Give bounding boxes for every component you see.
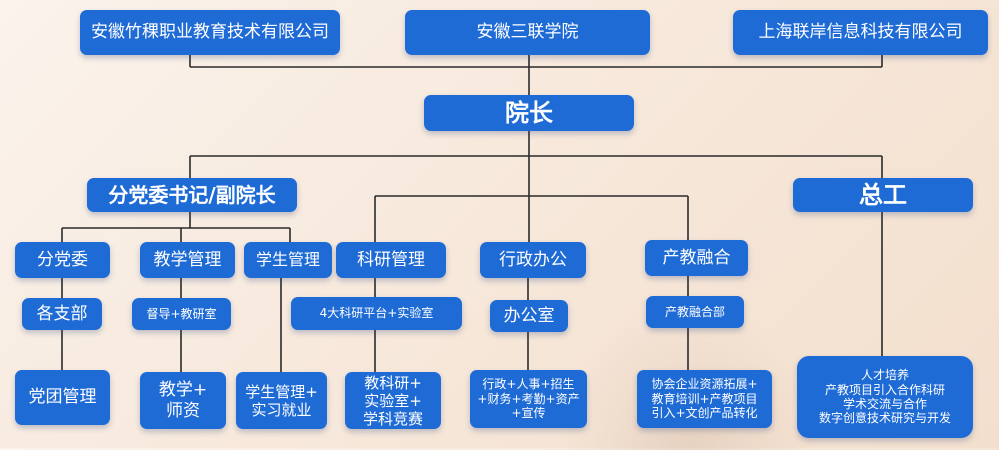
duty-teaching: 教学+ 师资 <box>140 372 226 429</box>
duty-research: 教科研+ 实验室+ 学科竞赛 <box>345 372 441 429</box>
dept-admin: 行政办公 <box>480 242 586 278</box>
sub-office: 办公室 <box>490 300 568 332</box>
dept-industry: 产教融合 <box>645 240 748 276</box>
duty-admin: 行政+人事+招生 +财务+考勤+资产 +宣传 <box>470 370 587 428</box>
dept-student: 学生管理 <box>244 242 332 278</box>
partner-company-left: 安徽竹稞职业教育技术有限公司 <box>80 10 340 55</box>
sub-branch: 各支部 <box>22 298 102 330</box>
partner-company-right: 上海联岸信息科技有限公司 <box>733 10 988 55</box>
duty-party: 党团管理 <box>15 370 110 425</box>
dept-research: 科研管理 <box>336 242 446 278</box>
sub-teaching-office: 督导+教研室 <box>132 298 231 330</box>
university-box: 安徽三联学院 <box>405 10 650 55</box>
duty-industry: 协会企业资源拓展+ 教育培训+产教项目 引入+文创产品转化 <box>637 370 772 428</box>
duty-student: 学生管理+ 实习就业 <box>236 372 327 429</box>
secretary-box: 分党委书记/副院长 <box>87 178 297 212</box>
chief-engineer-box: 总工 <box>793 178 973 212</box>
sub-industry-dept: 产教融合部 <box>646 296 744 328</box>
duty-chief: 人才培养 产教项目引入合作科研 学术交流与合作 数字创意技术研究与开发 <box>797 356 973 438</box>
dept-party: 分党委 <box>15 242 110 278</box>
dept-teaching: 教学管理 <box>140 242 235 278</box>
dean-box: 院长 <box>424 95 634 131</box>
sub-research-platform: 4大科研平台+实验室 <box>291 297 462 330</box>
